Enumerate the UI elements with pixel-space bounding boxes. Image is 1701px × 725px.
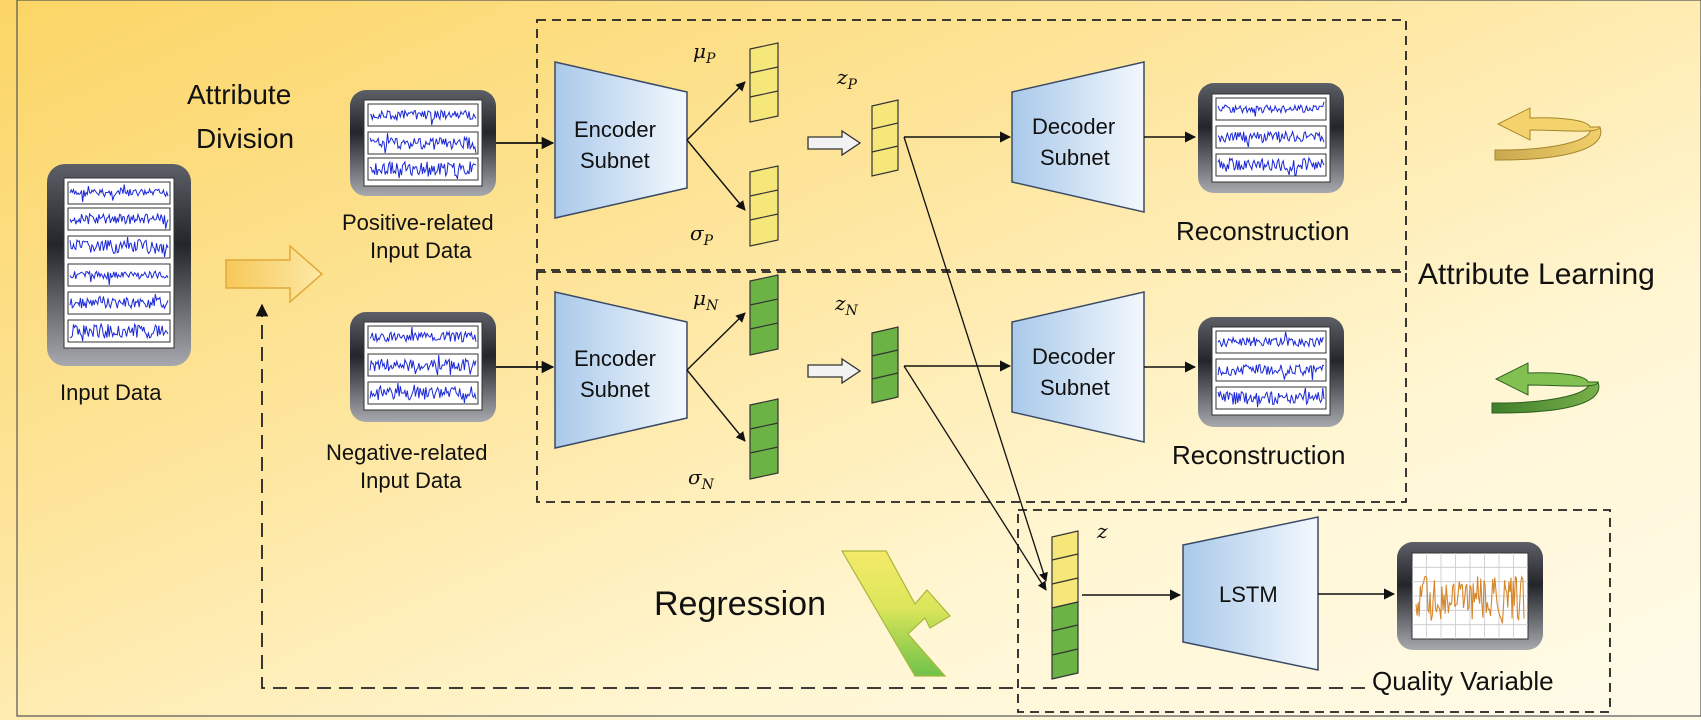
signal-line bbox=[69, 184, 169, 203]
signal-line bbox=[69, 294, 169, 310]
encoder-subnet-positive: Encoder Subnet bbox=[554, 61, 688, 219]
mu-p-label: μP bbox=[693, 39, 716, 67]
sigma-n-label: σN bbox=[688, 465, 715, 493]
encoder-subnet-negative: Encoder Subnet bbox=[554, 291, 688, 449]
quality-signal-line bbox=[1415, 575, 1525, 624]
signal-line bbox=[369, 326, 477, 344]
positive-branch-box bbox=[536, 19, 1407, 271]
encoder-p-line1: Encoder bbox=[574, 117, 656, 142]
z-p-label: zP bbox=[836, 65, 858, 93]
signal-line bbox=[369, 382, 477, 404]
decoder-subnet-negative: Decoder Subnet bbox=[1011, 291, 1145, 443]
input-data-label: Input Data bbox=[60, 380, 162, 405]
regression-label: Regression bbox=[654, 585, 826, 623]
feedback-line bbox=[255, 303, 1365, 689]
positive-label-line2: Input Data bbox=[370, 238, 472, 263]
signal-line bbox=[69, 270, 169, 285]
attribute-learning-label: Attribute Learning bbox=[1418, 258, 1655, 291]
decoder-p-line1: Decoder bbox=[1032, 114, 1115, 139]
negative-label-line2: Input Data bbox=[360, 468, 462, 493]
positive-signal-traces bbox=[367, 103, 479, 181]
reconstruction-label-positive: Reconstruction bbox=[1176, 216, 1349, 246]
reconstruction-label-negative: Reconstruction bbox=[1172, 440, 1345, 470]
signal-line bbox=[1217, 156, 1325, 176]
rotation-arrow-green bbox=[1491, 362, 1600, 414]
signal-line bbox=[1217, 331, 1325, 349]
signal-line bbox=[1217, 387, 1325, 408]
sampling-arrow-n bbox=[807, 357, 862, 385]
decoder-n-line2: Subnet bbox=[1040, 375, 1110, 400]
quality-variable-trace bbox=[1415, 575, 1525, 624]
decoder-n-line1: Decoder bbox=[1032, 344, 1115, 369]
signal-panel bbox=[1215, 125, 1327, 149]
rotation-arrow-yellow bbox=[1494, 107, 1602, 161]
signal-line bbox=[69, 212, 169, 229]
quality-variable-label: Quality Variable bbox=[1372, 666, 1554, 696]
attribute-division-line2: Division bbox=[196, 123, 294, 154]
signal-line bbox=[369, 108, 477, 126]
regression-arrow bbox=[840, 550, 951, 677]
negative-label-line1: Negative-related bbox=[326, 440, 487, 465]
signal-panel bbox=[367, 325, 479, 349]
signal-line bbox=[1217, 363, 1325, 381]
signal-panel bbox=[1215, 386, 1327, 410]
attribute-division-line1: Attribute bbox=[187, 79, 291, 110]
sampling-arrow-p bbox=[807, 129, 862, 157]
reconstruction-positive-traces bbox=[1215, 97, 1327, 177]
signal-line bbox=[369, 160, 477, 180]
lstm-label: LSTM bbox=[1219, 582, 1278, 607]
signal-panel bbox=[67, 291, 171, 315]
encoder-n-line2: Subnet bbox=[580, 377, 650, 402]
encoder-p-line2: Subnet bbox=[580, 148, 650, 173]
signal-line bbox=[1217, 101, 1325, 117]
z-n-vector bbox=[871, 326, 899, 404]
input-signal-traces bbox=[67, 181, 171, 343]
positive-label-line1: Positive-related bbox=[342, 210, 494, 235]
signal-line bbox=[369, 132, 477, 154]
combined-z-vector bbox=[1051, 530, 1079, 680]
reconstruction-negative-traces bbox=[1215, 330, 1327, 410]
sigma-p-vector bbox=[749, 165, 779, 247]
division-arrow bbox=[225, 244, 324, 304]
mu-n-label: μN bbox=[693, 286, 719, 314]
z-p-vector bbox=[871, 99, 899, 177]
lstm-block: LSTM bbox=[1182, 516, 1319, 671]
sigma-p-label: σP bbox=[690, 221, 714, 249]
decoder-subnet-positive: Decoder Subnet bbox=[1011, 61, 1145, 213]
signal-line bbox=[69, 322, 169, 342]
encoder-n-line1: Encoder bbox=[574, 346, 656, 371]
negative-signal-traces bbox=[367, 325, 479, 405]
regression-box bbox=[1017, 509, 1611, 713]
signal-line bbox=[369, 354, 477, 376]
z-label: z bbox=[1096, 519, 1108, 543]
signal-line bbox=[69, 236, 169, 258]
mu-p-vector bbox=[749, 42, 779, 123]
mu-n-vector bbox=[749, 274, 779, 356]
negative-branch-box bbox=[536, 271, 1407, 503]
signal-panel bbox=[367, 131, 479, 155]
signal-panel bbox=[1215, 153, 1327, 177]
decoder-p-line2: Subnet bbox=[1040, 145, 1110, 170]
sigma-n-vector bbox=[749, 398, 779, 480]
signal-line bbox=[1217, 129, 1325, 148]
z-n-label: zN bbox=[834, 291, 859, 319]
